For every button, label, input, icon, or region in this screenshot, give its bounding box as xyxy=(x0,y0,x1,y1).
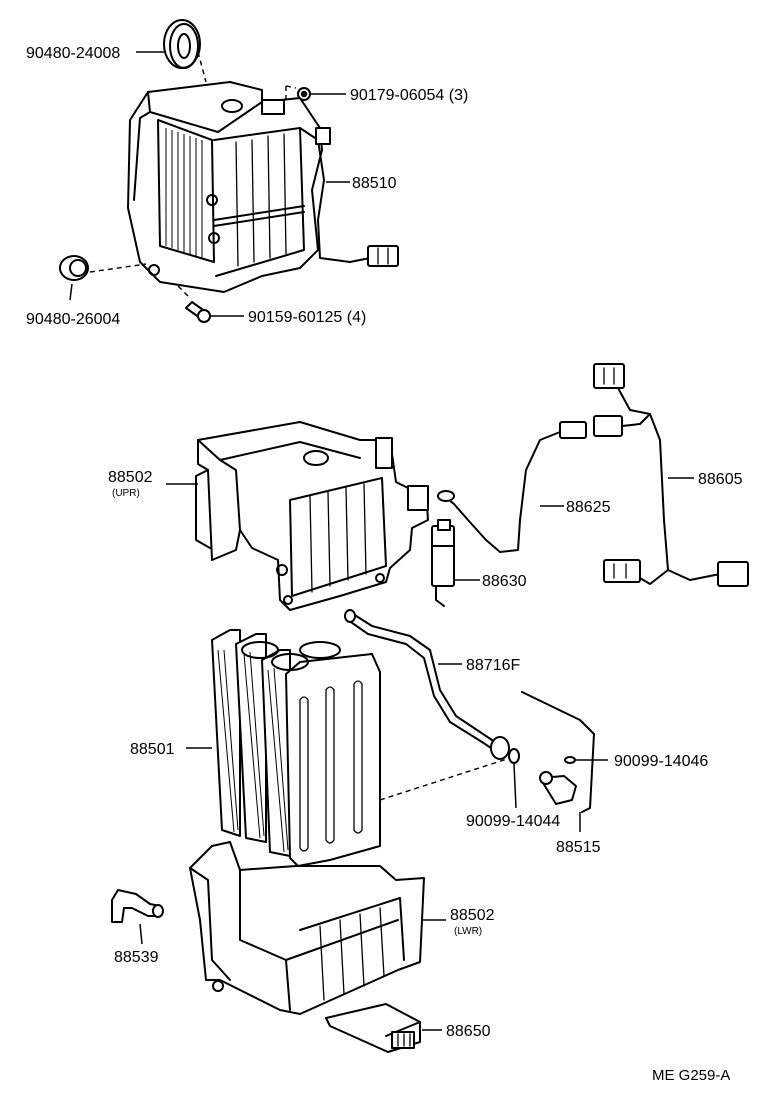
leader-lines xyxy=(69,51,694,1031)
label-88510: 88510 xyxy=(352,175,397,192)
expansion-valve xyxy=(521,691,595,813)
drain-hose xyxy=(111,889,164,923)
label-88625: 88625 xyxy=(566,499,611,516)
screw-tapping xyxy=(177,285,211,323)
label-88502-upr-sub: (UPR) xyxy=(112,488,140,499)
label-90179-06054: 90179-06054 (3) xyxy=(350,87,468,104)
label-88501: 88501 xyxy=(130,741,175,758)
label-88502-upr: 88502 xyxy=(108,469,153,486)
part-labels: 90480-24008 90179-06054 (3) 88510 90480-… xyxy=(26,45,743,1040)
o-ring-14046 xyxy=(564,756,576,764)
lower-case xyxy=(189,841,425,1015)
label-88716F: 88716F xyxy=(466,657,520,674)
diagram-reference-code: ME G259-A xyxy=(652,1067,730,1084)
label-88539: 88539 xyxy=(114,949,159,966)
label-88630: 88630 xyxy=(482,573,527,590)
label-88605: 88605 xyxy=(698,471,743,488)
evaporator-core xyxy=(211,629,511,867)
wire-harness xyxy=(593,363,749,587)
amplifier xyxy=(325,1003,421,1053)
o-ring-14044 xyxy=(508,748,520,764)
upper-case xyxy=(195,421,429,611)
grille-hatching xyxy=(165,128,203,258)
label-90480-24008: 90480-24008 xyxy=(26,45,120,62)
label-90099-14046: 90099-14046 xyxy=(614,753,708,770)
core-fins xyxy=(217,649,289,853)
label-88502-lwr: 88502 xyxy=(450,907,495,924)
grommet-upper xyxy=(163,19,207,83)
relay xyxy=(431,519,455,607)
thermistor-wire xyxy=(437,421,587,553)
label-88515: 88515 xyxy=(556,839,601,856)
label-88502-lwr-sub: (LWR) xyxy=(454,926,482,937)
label-90480-26004: 90480-26004 xyxy=(26,311,120,328)
grommet-lower xyxy=(59,255,147,281)
evaporator-unit-assembly xyxy=(127,81,399,293)
suction-pipe xyxy=(344,609,510,760)
label-88650: 88650 xyxy=(446,1023,491,1040)
label-90159-60125: 90159-60125 (4) xyxy=(248,309,366,326)
label-90099-14044: 90099-14044 xyxy=(466,813,560,830)
